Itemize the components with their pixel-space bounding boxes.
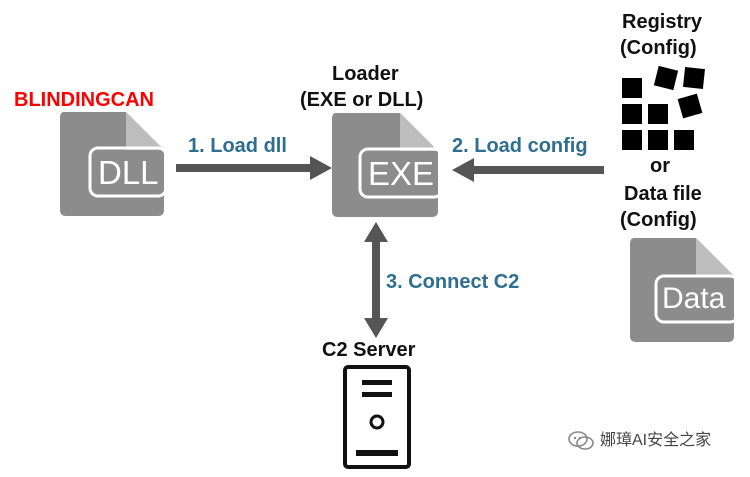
- datafile-subtitle: (Config): [620, 209, 697, 231]
- load-dll-label: 1. Load dll: [188, 135, 287, 157]
- registry-title: Registry: [622, 11, 703, 33]
- watermark-text: 娜璋AI安全之家: [600, 432, 712, 449]
- connect-c2-label: 3. Connect C2: [386, 271, 520, 293]
- exe-file-icon: EXE: [332, 113, 444, 217]
- data-file-tag: Data: [662, 282, 726, 315]
- load-config-arrow: [452, 158, 604, 182]
- exe-file-tag: EXE: [368, 155, 435, 192]
- datafile-title: Data file: [624, 183, 702, 205]
- server-icon: [343, 365, 411, 469]
- blindingcan-label: BLINDINGCAN: [14, 89, 154, 111]
- data-file-icon: Data: [630, 238, 740, 342]
- registry-blocks-icon: [618, 64, 708, 156]
- dll-file-tag: DLL: [98, 154, 159, 191]
- wechat-icon: [568, 430, 594, 450]
- loader-title: Loader: [332, 63, 399, 85]
- watermark: 娜璋AI安全之家: [568, 430, 711, 452]
- c2-server-title: C2 Server: [322, 339, 416, 361]
- load-dll-arrow: [176, 156, 332, 180]
- registry-subtitle: (Config): [620, 37, 697, 59]
- dll-file-icon: DLL: [60, 112, 170, 216]
- loader-subtitle: (EXE or DLL): [300, 89, 424, 111]
- connect-c2-arrow: [364, 222, 388, 338]
- or-label: or: [650, 155, 670, 177]
- load-config-label: 2. Load config: [452, 135, 588, 157]
